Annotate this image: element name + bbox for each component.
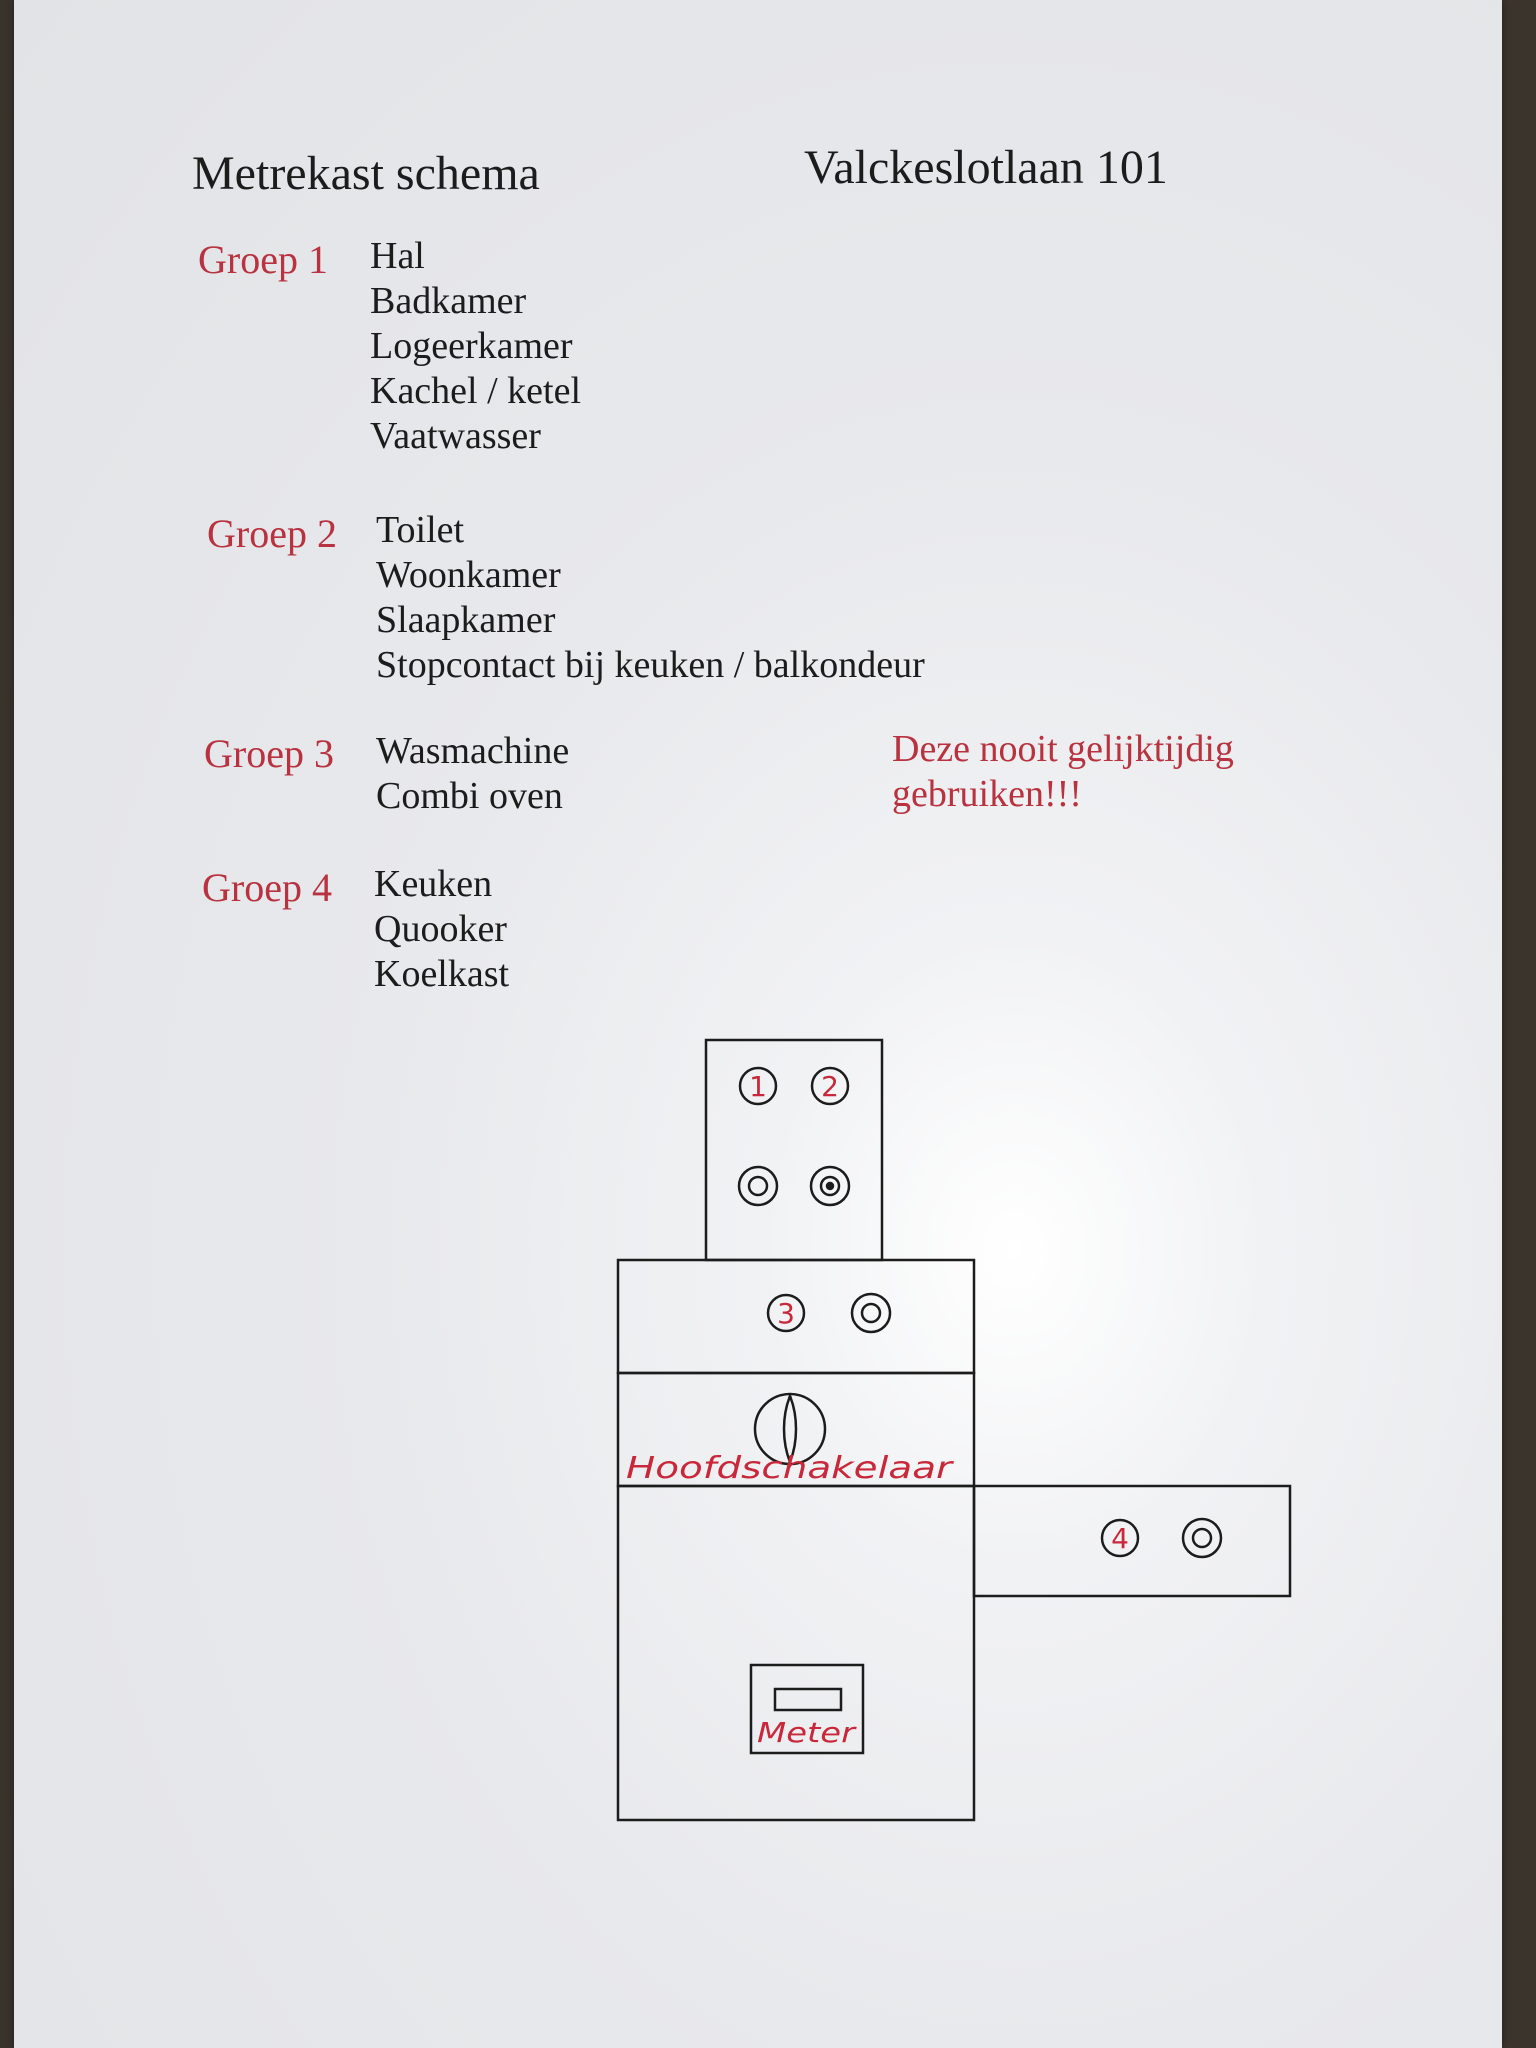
warning-line-1: Deze nooit gelijktijdig [892, 728, 1234, 770]
list-item: Koelkast [374, 953, 510, 995]
breaker-box-top [704, 1038, 884, 1262]
page-title: Metrekast schema [192, 147, 540, 200]
breaker-switch-3 [850, 1292, 892, 1334]
breaker-box-middle [616, 1258, 976, 1375]
breaker-switch-1 [737, 1165, 779, 1207]
list-item: Wasmachine [376, 730, 570, 772]
breaker-number-1: 1 [749, 1070, 767, 1103]
breaker-number-4-ring [1100, 1518, 1140, 1558]
group-3-list: Wasmachine Combi oven [376, 729, 569, 819]
group-3-label: Groep 3 [204, 731, 334, 776]
breaker-switch-2 [809, 1165, 851, 1207]
breaker-number-4: 4 [1111, 1522, 1129, 1555]
list-item: Slaapkamer [376, 599, 556, 641]
group-1-label: Groep 1 [198, 237, 328, 282]
main-switch-handle [782, 1392, 798, 1466]
breaker-number-2: 2 [821, 1070, 839, 1103]
meter-display [773, 1687, 843, 1712]
breaker-box-side [972, 1484, 1292, 1598]
group-4-label: Groep 4 [202, 865, 332, 910]
list-item: Hal [370, 235, 425, 277]
breaker-number-3: 3 [777, 1297, 795, 1330]
list-item: Combi oven [376, 775, 563, 817]
list-item: Toilet [376, 509, 465, 551]
list-item: Woonkamer [376, 554, 561, 596]
address: Valckeslotlaan 101 [804, 141, 1168, 194]
main-switch-label: Hoofdschakelaar [626, 1451, 954, 1486]
breaker-number-2-ring [810, 1066, 850, 1106]
group-1-list: Hal Badkamer Logeerkamer Kachel / ketel … [370, 234, 581, 459]
meter-box [616, 1484, 976, 1822]
breaker-switch-4 [1181, 1517, 1223, 1559]
meter-unit [749, 1663, 865, 1755]
meter-cabinet-diagram: 1 2 3 4 Hoofdschakelaar Meter [616, 1038, 1292, 1822]
list-item: Vaatwasser [370, 415, 541, 457]
breaker-number-1-ring [738, 1066, 778, 1106]
list-item: Kachel / ketel [370, 370, 582, 412]
meter-label: Meter [757, 1716, 857, 1749]
group-4-list: Keuken Quooker Koelkast [374, 862, 509, 997]
list-item: Logeerkamer [370, 325, 573, 367]
breaker-number-3-ring [766, 1293, 806, 1333]
warning-line-2: gebruiken!!! [892, 773, 1082, 815]
paper-sheet: Metrekast schema Valckeslotlaan 101 Groe… [14, 0, 1502, 2048]
list-item: Stopcontact bij keuken / balkondeur [376, 644, 925, 686]
list-item: Quooker [374, 908, 507, 950]
group-2-label: Groep 2 [207, 511, 337, 556]
list-item: Keuken [374, 863, 493, 905]
list-item: Badkamer [370, 280, 527, 322]
group-2-list: Toilet Woonkamer Slaapkamer Stopcontact … [376, 508, 925, 688]
